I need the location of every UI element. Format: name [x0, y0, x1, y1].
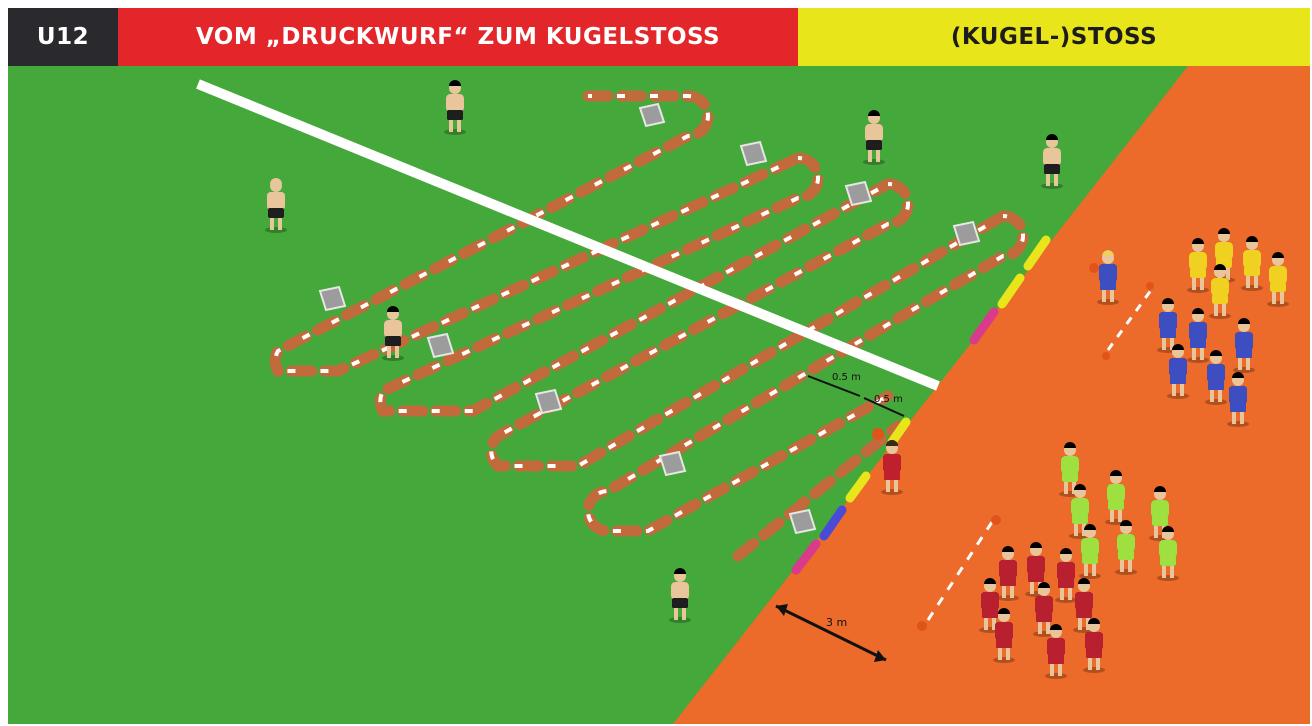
gap-label-1: 0.5 m	[832, 372, 861, 383]
header-bar: U12 VOM „DRUCKWURF“ ZUM KUGELSTOSS (KUGE…	[8, 8, 1310, 66]
gap-label-2: 0.5 m	[874, 394, 903, 405]
discipline-label: (KUGEL-)STOSS	[798, 8, 1310, 66]
exercise-title: VOM „DRUCKWURF“ ZUM KUGELSTOSS	[118, 8, 798, 66]
training-field-diagram: 0.5 m 0.5 m 3 m	[8, 66, 1310, 724]
zone-depth-label: 3 m	[826, 616, 847, 629]
shot-ball	[872, 428, 884, 440]
age-group-label: U12	[8, 8, 118, 66]
